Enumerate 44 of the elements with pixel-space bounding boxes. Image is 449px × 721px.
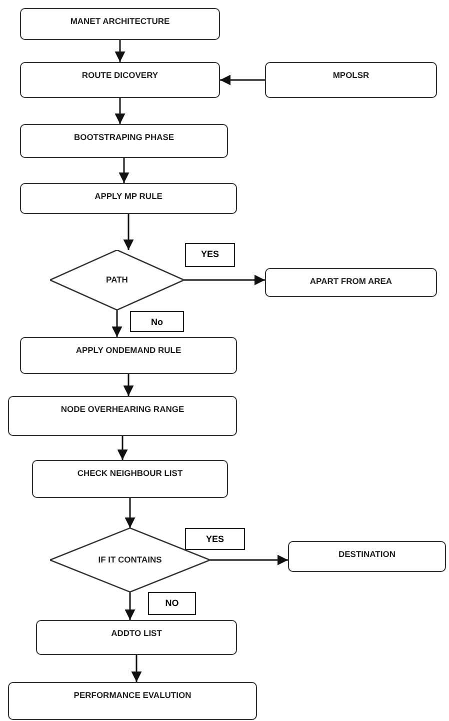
process-box: [288, 541, 446, 572]
node-label: ROUTE DICOVERY: [80, 70, 160, 80]
node-label: IF IT CONTAINS: [97, 554, 163, 566]
arrow: [114, 98, 126, 124]
arrow: [210, 554, 288, 566]
process-box: [20, 62, 220, 98]
arrow: [184, 274, 265, 286]
edge-label: YES: [185, 528, 245, 550]
arrow: [124, 592, 136, 620]
edge-label: NO: [148, 592, 196, 615]
arrow: [114, 40, 126, 62]
arrow: [112, 310, 122, 337]
arrow: [220, 74, 265, 86]
node-label: CHECK NEIGHBOUR LIST: [76, 468, 184, 478]
process-box: [36, 620, 237, 655]
arrow: [124, 498, 136, 528]
arrow: [117, 436, 128, 460]
node-label: ADDTO LIST: [110, 628, 163, 638]
node-label: PERFORMANCE EVALUTION: [72, 690, 192, 700]
node-label: BOOTSTRAPING PHASE: [72, 132, 176, 142]
edge-label: No: [130, 311, 184, 332]
node-label: MPOLSR: [332, 70, 370, 80]
node-label: APPLY MP RULE: [94, 191, 164, 201]
edge-label: YES: [185, 243, 235, 267]
node-label: DESTINATION: [338, 549, 396, 559]
decision-diamond: [50, 250, 184, 310]
process-box: [20, 183, 237, 214]
process-box: [8, 396, 237, 436]
node-label: APART FROM AREA: [308, 276, 394, 286]
arrow: [118, 158, 130, 183]
process-box: [20, 8, 220, 40]
arrow: [131, 655, 142, 682]
process-box: [265, 268, 437, 297]
process-box: [20, 124, 228, 158]
process-box: [32, 460, 228, 498]
process-box: [8, 682, 257, 720]
process-box: [265, 62, 437, 98]
node-label: PATH: [105, 274, 129, 286]
node-label: NODE OVERHEARING RANGE: [60, 404, 186, 414]
arrow: [123, 374, 134, 396]
node-label: APPLY ONDEMAND RULE: [74, 345, 182, 355]
process-box: [20, 337, 237, 374]
arrow: [123, 214, 134, 250]
node-label: MANET ARCHITECTURE: [69, 16, 171, 26]
